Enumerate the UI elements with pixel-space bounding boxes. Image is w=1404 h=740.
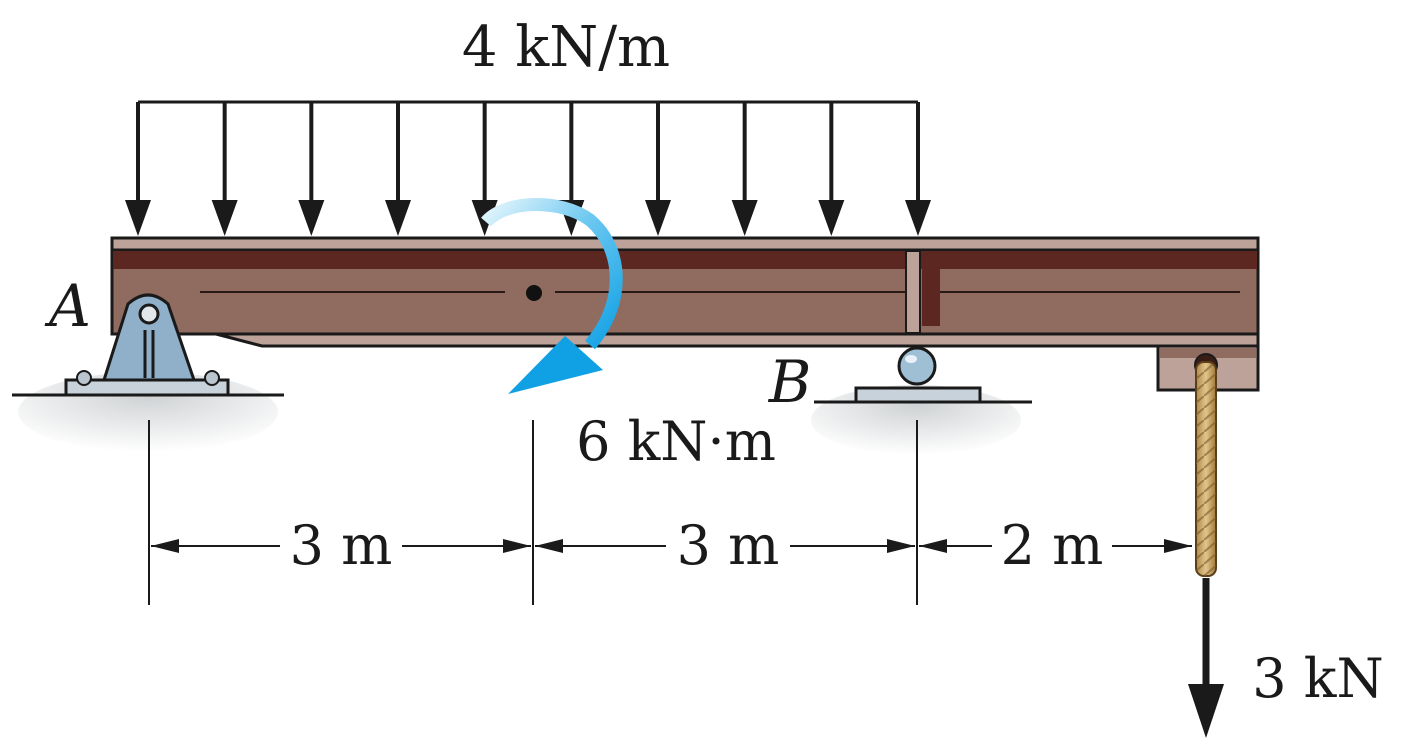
moment-label: 6 kN·m (576, 410, 776, 473)
distributed-load (125, 100, 931, 236)
load-arrow (211, 102, 238, 236)
support-a-label: A (44, 272, 91, 340)
distributed-load-arrows (125, 102, 931, 236)
moment-arrow (481, 198, 623, 394)
load-arrow (125, 102, 151, 236)
distributed-load-label: 4 kN/m (462, 15, 670, 80)
dimension-label-3: 2 m (1001, 514, 1104, 577)
moment-point-marker (526, 285, 542, 301)
rope (1195, 361, 1217, 577)
load-arrow (645, 102, 671, 236)
roller-support-b (854, 346, 982, 404)
pin-support-a (64, 293, 230, 397)
point-load-arrow (1188, 578, 1224, 738)
point-load-label: 3 kN (1252, 647, 1384, 710)
dimension-label-2: 3 m (677, 514, 780, 577)
dimension-lines (148, 420, 1192, 605)
load-arrow (385, 102, 411, 236)
load-arrow (905, 102, 931, 236)
beam (110, 236, 1260, 348)
load-arrow (298, 102, 325, 236)
dimension-label-1: 3 m (290, 514, 393, 577)
support-b-label: B (768, 348, 812, 416)
load-arrow (818, 102, 845, 236)
load-arrow (731, 102, 758, 236)
